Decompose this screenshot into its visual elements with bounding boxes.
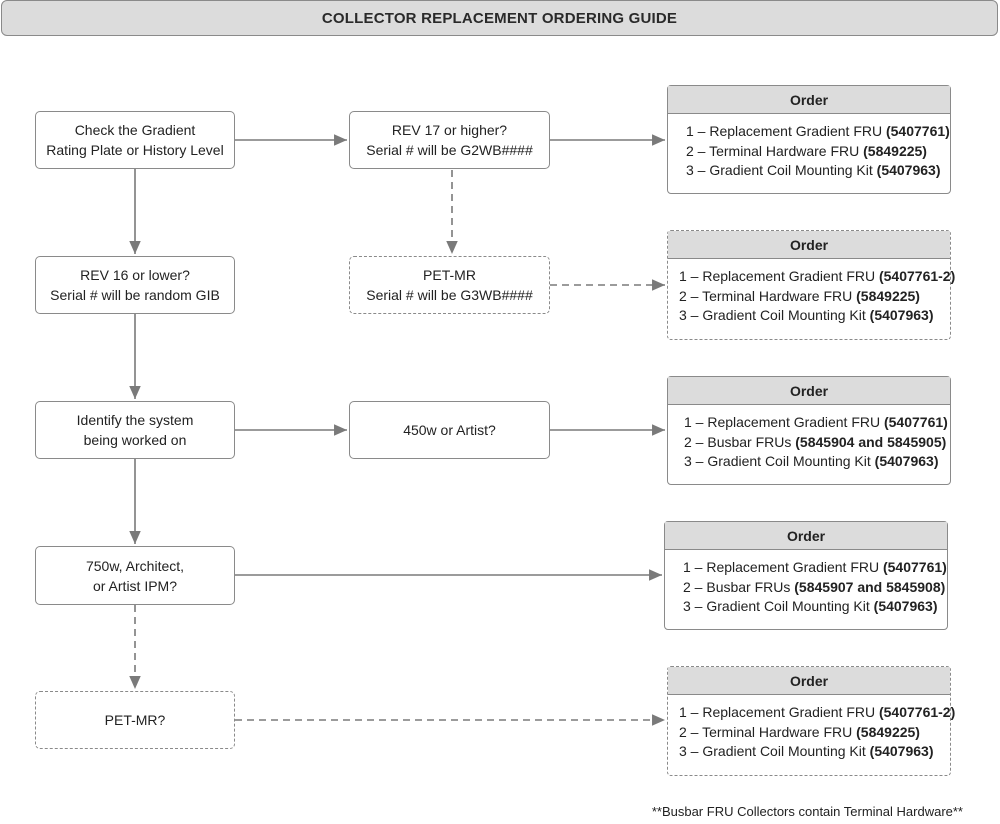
order-header: Order xyxy=(668,667,950,695)
order-item: 1 – Replacement Gradient FRU (5407761-2) xyxy=(679,268,956,284)
footnote: **Busbar FRU Collectors contain Terminal… xyxy=(651,804,963,819)
order-item: 3 – Gradient Coil Mounting Kit (5407963) xyxy=(679,743,934,759)
order-item: 3 – Gradient Coil Mounting Kit (5407963) xyxy=(684,453,939,469)
order-item: 3 – Gradient Coil Mounting Kit (5407963) xyxy=(679,307,934,323)
node-rev17: REV 17 or higher? Serial # will be G2WB#… xyxy=(349,111,550,169)
order-box-450w: Order 1 – Replacement Gradient FRU (5407… xyxy=(667,376,951,485)
order-header: Order xyxy=(668,231,950,259)
order-box-750w: Order 1 – Replacement Gradient FRU (5407… xyxy=(664,521,948,630)
node-line: Serial # will be random GIB xyxy=(50,287,220,303)
node-line: being worked on xyxy=(83,432,187,448)
order-item: 2 – Terminal Hardware FRU (5849225) xyxy=(679,287,920,304)
node-petmr-serial: PET-MR Serial # will be G3WB#### xyxy=(349,256,550,314)
node-line: REV 16 or lower? xyxy=(80,267,190,283)
order-box-rev17: Order 1 – Replacement Gradient FRU (5407… xyxy=(667,85,951,194)
order-item: 2 – Terminal Hardware FRU (5849225) xyxy=(679,723,920,740)
order-item: 3 – Gradient Coil Mounting Kit (5407963) xyxy=(683,598,938,614)
node-line: REV 17 or higher? xyxy=(391,122,508,138)
order-header: Order xyxy=(665,522,947,550)
node-line: or Artist IPM? xyxy=(92,577,178,594)
node-check-rating-plate: Check the Gradient Rating Plate or Histo… xyxy=(35,111,235,169)
page-title: COLLECTOR REPLACEMENT ORDERING GUIDE xyxy=(321,9,678,27)
order-item: 1 – Replacement Gradient FRU (5407761) xyxy=(683,559,947,575)
node-750w: 750w, Architect, or Artist IPM? xyxy=(35,546,235,605)
order-box-petmr-question: Order 1 – Replacement Gradient FRU (5407… xyxy=(667,666,956,776)
order-item: 2 – Busbar FRUs (5845907 and 5845908) xyxy=(683,578,946,595)
node-line: Serial # will be G3WB#### xyxy=(366,287,533,303)
node-450w: 450w or Artist? xyxy=(349,401,550,459)
order-item: 2 – Busbar FRUs (5845904 and 5845905) xyxy=(684,433,947,450)
node-line: 750w, Architect, xyxy=(85,557,185,574)
order-item: 1 – Replacement Gradient FRU (5407761) xyxy=(686,123,950,139)
order-item: 1 – Replacement Gradient FRU (5407761-2) xyxy=(679,704,956,720)
order-header: Order xyxy=(668,86,950,114)
node-line: PET-MR? xyxy=(104,712,166,728)
order-item: 1 – Replacement Gradient FRU (5407761) xyxy=(684,414,948,430)
order-box-petmr-serial: Order 1 – Replacement Gradient FRU (5407… xyxy=(667,230,956,340)
title-bar: COLLECTOR REPLACEMENT ORDERING GUIDE xyxy=(1,0,998,36)
node-line: Check the Gradient xyxy=(74,122,196,138)
node-identify-system: Identify the system being worked on xyxy=(35,401,235,459)
node-line: 450w or Artist? xyxy=(403,422,496,438)
node-line: Serial # will be G2WB#### xyxy=(366,142,533,158)
order-item: 3 – Gradient Coil Mounting Kit (5407963) xyxy=(686,162,941,178)
node-line: Identify the system xyxy=(76,412,194,428)
node-petmr-question: PET-MR? xyxy=(35,691,235,749)
order-header: Order xyxy=(668,377,950,405)
node-rev16: REV 16 or lower? Serial # will be random… xyxy=(35,256,235,314)
order-item: 2 – Terminal Hardware FRU (5849225) xyxy=(686,142,927,159)
node-line: PET-MR xyxy=(423,267,476,283)
node-line: Rating Plate or History Level xyxy=(46,142,224,158)
